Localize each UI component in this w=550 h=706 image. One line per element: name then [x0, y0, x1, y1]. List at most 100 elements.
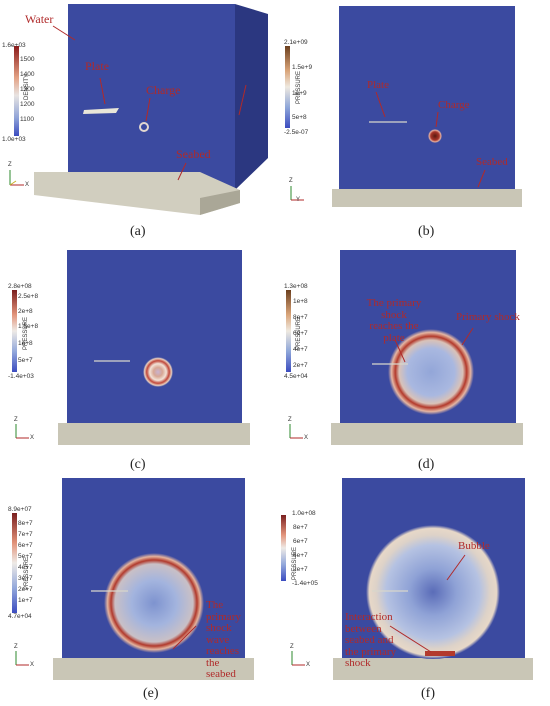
tick: -2.5e-07 — [284, 129, 309, 136]
tick: 4.7e+04 — [8, 613, 32, 620]
seabed — [333, 658, 533, 680]
pressure-colorbar — [12, 290, 17, 372]
water-box-side — [235, 4, 268, 190]
seabed-reach-label: The primary shock wave reaches the seabe… — [206, 599, 241, 681]
tick: 1100 — [20, 116, 34, 123]
panel-label-b: (b) — [418, 224, 435, 239]
plate-label: Plate — [85, 59, 109, 73]
tick: 2e+7 — [293, 566, 308, 573]
charge-label: Charge — [146, 83, 181, 97]
tick: 2e+8 — [18, 308, 33, 315]
tick: 1.3e+08 — [284, 283, 308, 290]
tick: 8e+7 — [293, 524, 308, 531]
tick: 4e+7 — [293, 346, 308, 353]
density-colorbar — [14, 46, 19, 136]
water-domain — [67, 250, 242, 423]
panel-e — [12, 478, 254, 680]
axis-triad-d — [289, 424, 303, 439]
tick: 3e+7 — [18, 575, 33, 582]
tick: 2.5e+8 — [18, 293, 39, 300]
bubble-arrow — [446, 554, 466, 581]
water-domain — [339, 6, 515, 189]
tick: 2.8e+08 — [8, 283, 32, 290]
panel-label-e: (e) — [143, 686, 159, 701]
plate-arrow — [99, 77, 106, 105]
tick: 1.5e+9 — [292, 64, 313, 71]
z-label: Z — [289, 178, 293, 184]
tick: 4e+7 — [293, 552, 308, 559]
shock-ring — [104, 553, 204, 653]
seabed — [53, 658, 254, 680]
axis-triad-c — [15, 424, 29, 439]
axis-triad-b — [290, 186, 304, 201]
z-label: Z — [14, 417, 18, 423]
y-label: Y — [296, 197, 301, 203]
reach-arrow — [394, 339, 406, 363]
shock-ring — [366, 525, 500, 659]
z-label: Z — [288, 417, 292, 423]
tick: 6e+7 — [293, 538, 308, 545]
bubble-label: Bubble — [458, 540, 490, 552]
panel-c — [12, 250, 250, 445]
seabed-reach-arrow — [172, 625, 197, 650]
interaction-arrow — [389, 625, 432, 653]
panel-b — [285, 6, 522, 207]
tick: 5e+8 — [292, 114, 307, 121]
water-arrow — [52, 25, 76, 41]
seabed-arrow — [477, 169, 486, 188]
tick: 1.0e+08 — [292, 510, 316, 517]
shock-ring — [143, 357, 173, 387]
pressure-colorbar — [281, 515, 286, 581]
tick: -1.4e+03 — [8, 373, 34, 380]
panel-f — [281, 478, 533, 680]
pressure-colorbar — [286, 290, 291, 372]
tick: 8e+7 — [18, 520, 33, 527]
red-mark — [238, 84, 247, 116]
shock-ring — [388, 329, 474, 415]
charge-label: Charge — [438, 99, 470, 111]
tick: 1.5e+8 — [18, 323, 39, 330]
tick: -1.4e+05 — [292, 580, 318, 587]
interaction-label: Interaction between seabed and the prima… — [345, 611, 397, 670]
x-label: X — [25, 182, 30, 188]
tick: 1.6e+03 — [2, 42, 26, 49]
z-label: Z — [290, 644, 294, 650]
legend-title: PRESSURE — [296, 70, 302, 104]
primary-reach-label: The primary shock reaches the plate — [366, 297, 422, 344]
charge-arrow — [435, 111, 439, 128]
charge — [139, 122, 149, 132]
seabed-arrow — [177, 162, 187, 181]
panel-a — [9, 4, 268, 215]
z-label: Z — [8, 162, 12, 168]
plate-arrow — [375, 91, 386, 118]
tick: 1500 — [20, 56, 35, 63]
tick: 8.9e+07 — [8, 506, 32, 513]
seabed — [58, 423, 250, 445]
primary-shock-arrow — [461, 327, 474, 346]
panel-d — [286, 250, 523, 445]
tick: 2.1e+09 — [284, 39, 308, 46]
tick: 1e+8 — [293, 298, 308, 305]
tick: 1300 — [20, 86, 35, 93]
panel-label-d: (d) — [418, 457, 435, 472]
x-label: X — [306, 662, 311, 668]
x-label: X — [304, 435, 309, 441]
charge-arrow — [145, 97, 151, 122]
tick: 4.5e+04 — [284, 373, 308, 380]
charge — [428, 129, 442, 143]
tick: 1e+7 — [18, 597, 33, 604]
panel-label-c: (c) — [130, 457, 146, 472]
tick: 1e+9 — [292, 90, 307, 97]
seabed — [331, 423, 523, 445]
axis-triad-a — [9, 170, 24, 186]
water-box-front — [68, 4, 235, 190]
tick: 5e+7 — [18, 357, 33, 364]
seabed-label: Seabed — [476, 156, 508, 168]
tick: 1e+8 — [18, 340, 33, 347]
plate-label: Plate — [367, 79, 389, 91]
z-label: Z — [14, 644, 18, 650]
water-label: Water — [25, 12, 54, 26]
tick: 2e+7 — [18, 586, 33, 593]
pressure-colorbar — [12, 513, 17, 613]
